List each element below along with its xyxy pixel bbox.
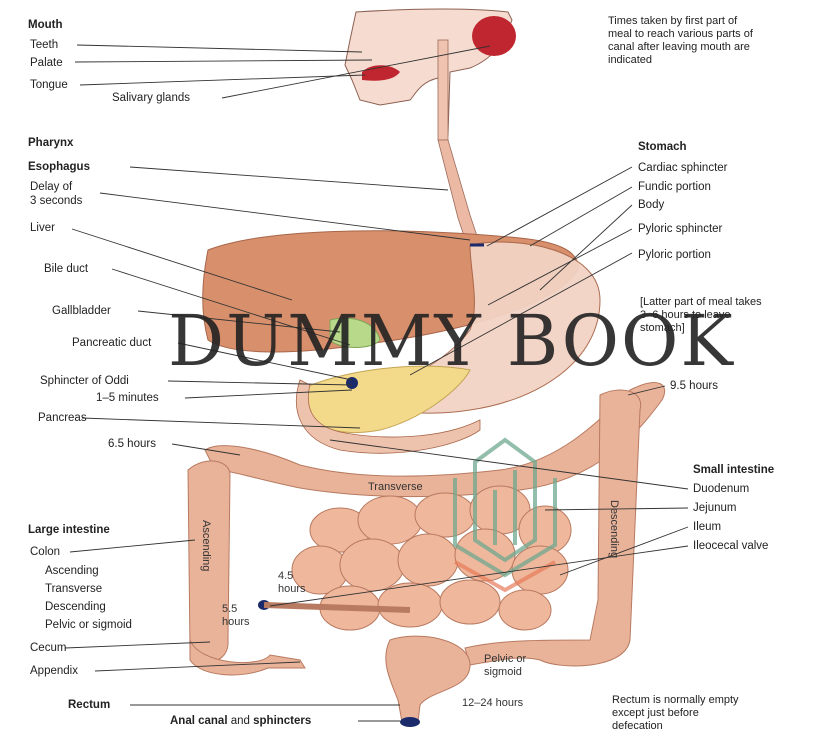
organ-label-pelvic-sigmoid: Pelvic or sigmoid bbox=[484, 653, 526, 679]
organ-label-ascending: Ascending bbox=[200, 520, 212, 571]
label-cardiac-sphincter: Cardiac sphincter bbox=[638, 161, 727, 175]
label-tongue: Tongue bbox=[30, 78, 68, 92]
note-rectum: Rectum is normally empty except just bef… bbox=[612, 694, 752, 733]
sigmoid-rectum bbox=[386, 636, 470, 722]
label-gallbladder: Gallbladder bbox=[52, 304, 111, 318]
organ-label-12-24-hours: 12–24 hours bbox=[462, 697, 523, 709]
label-delay: Delay of 3 seconds bbox=[30, 180, 82, 208]
label-bile-duct: Bile duct bbox=[44, 262, 88, 276]
label-large-intestine: Large intestine bbox=[28, 523, 110, 537]
label-appendix: Appendix bbox=[30, 664, 78, 678]
label-pancreatic-duct: Pancreatic duct bbox=[72, 336, 151, 350]
label-transverse: Transverse bbox=[45, 582, 102, 596]
label-minutes: 1–5 minutes bbox=[96, 391, 159, 405]
esophagus-tube bbox=[438, 140, 480, 248]
label-anal-canal-line: Anal canal and sphincters bbox=[170, 714, 311, 728]
label-jejunum: Jejunum bbox=[693, 501, 736, 515]
anal-sphincter-marker bbox=[400, 717, 420, 727]
label-palate: Palate bbox=[30, 56, 63, 70]
organ-label-5-5-hours: 5.5 hours bbox=[222, 603, 250, 629]
label-mouth: Mouth bbox=[28, 18, 62, 32]
label-anal-canal: Anal canal bbox=[170, 715, 228, 727]
label-6-5-hours: 6.5 hours bbox=[108, 437, 156, 451]
organ-label-4-5-hours: 4.5 hours bbox=[278, 570, 306, 596]
label-sphincters: sphincters bbox=[253, 715, 311, 727]
label-pharynx: Pharynx bbox=[28, 136, 73, 150]
label-esophagus: Esophagus bbox=[28, 160, 90, 174]
label-pyloric-sphincter: Pyloric sphincter bbox=[638, 222, 722, 236]
label-salivary-glands: Salivary glands bbox=[112, 91, 190, 105]
label-ileum: Ileum bbox=[693, 520, 721, 534]
label-teeth: Teeth bbox=[30, 38, 58, 52]
label-body: Body bbox=[638, 198, 664, 212]
label-duodenum: Duodenum bbox=[693, 482, 749, 496]
label-sphincter-oddi: Sphincter of Oddi bbox=[40, 374, 129, 388]
label-rectum: Rectum bbox=[68, 698, 110, 712]
label-and: and bbox=[231, 715, 250, 727]
label-pelvic-sigmoid: Pelvic or sigmoid bbox=[45, 618, 132, 632]
salivary-gland-parotid bbox=[472, 16, 516, 56]
note-times: Times taken by first part of meal to rea… bbox=[608, 15, 758, 67]
label-liver: Liver bbox=[30, 221, 55, 235]
label-ascending: Ascending bbox=[45, 564, 99, 578]
watermark-text: DUMMY BOOK bbox=[168, 300, 735, 382]
organ-label-descending: Descending bbox=[608, 500, 620, 558]
label-ileocecal-valve: Ileocecal valve bbox=[693, 539, 768, 553]
label-small-intestine: Small intestine bbox=[693, 463, 774, 477]
label-stomach: Stomach bbox=[638, 140, 687, 154]
label-colon: Colon bbox=[30, 545, 60, 559]
label-descending: Descending bbox=[45, 600, 106, 614]
label-fundic-portion: Fundic portion bbox=[638, 180, 711, 194]
label-cecum: Cecum bbox=[30, 641, 66, 655]
organ-label-transverse: Transverse bbox=[368, 481, 423, 493]
label-pancreas: Pancreas bbox=[38, 411, 87, 425]
label-pyloric-portion: Pyloric portion bbox=[638, 248, 711, 262]
